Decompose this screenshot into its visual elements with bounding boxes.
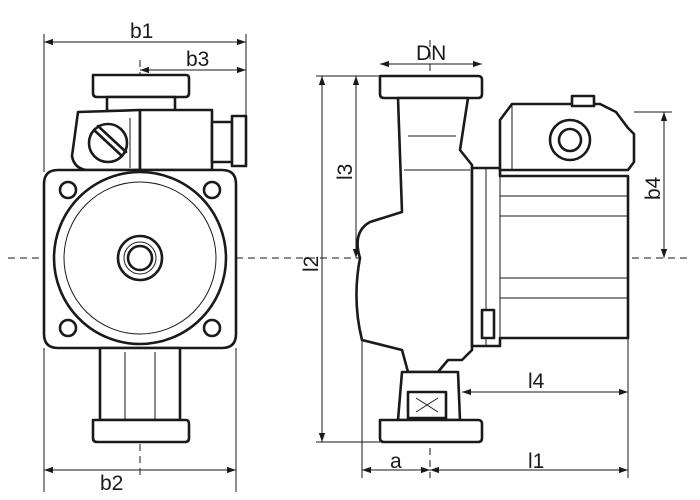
label-l4: l4 (528, 370, 545, 393)
dimension-l3: l3 (334, 76, 360, 258)
side-top-flange (378, 74, 484, 100)
motor-clip (480, 308, 496, 340)
terminal-box-right (138, 108, 214, 172)
bottom-flange (91, 418, 191, 444)
dimension-dn: DN (380, 42, 482, 68)
dimension-b3: b3 (140, 48, 246, 74)
top-flange (91, 73, 191, 99)
dimension-l2: l2 (300, 75, 380, 443)
label-l2: l2 (300, 256, 323, 272)
dimension-b2: b2 (43, 348, 237, 495)
label-b3: b3 (186, 48, 209, 71)
dimension-b1: b1 (43, 20, 247, 172)
bolt-hole-bottom-right (202, 318, 222, 338)
label-l3: l3 (334, 164, 357, 180)
vent-screw-inner (126, 244, 154, 272)
label-b2: b2 (100, 472, 123, 495)
cable-gland-nut (230, 114, 248, 168)
dimension-l1: l1 (430, 400, 629, 478)
terminal-box-cap (570, 94, 596, 108)
dimension-l4: l4 (462, 338, 629, 400)
side-screw-inner (557, 127, 583, 153)
side-bottom-flange (378, 418, 484, 444)
label-b1: b1 (130, 20, 153, 43)
label-l1: l1 (528, 450, 544, 473)
label-b4: b4 (642, 176, 665, 200)
bolt-hole-top-left (58, 180, 78, 200)
label-dn: DN (416, 42, 446, 65)
bottom-neck (98, 346, 182, 422)
side-view (355, 74, 636, 444)
front-view (42, 73, 248, 444)
pump-housing (355, 96, 474, 374)
motor-body (470, 166, 630, 348)
bolt-hole-bottom-left (58, 318, 78, 338)
cable-gland (210, 120, 234, 164)
dimension-b4: b4 (634, 111, 672, 258)
vent-screw-outer (116, 234, 164, 282)
motor-face-inner (63, 181, 217, 335)
label-a: a (390, 450, 402, 473)
side-screw-outer (548, 118, 592, 162)
dimension-a: a (361, 340, 430, 478)
bolt-hole-top-right (202, 180, 222, 200)
